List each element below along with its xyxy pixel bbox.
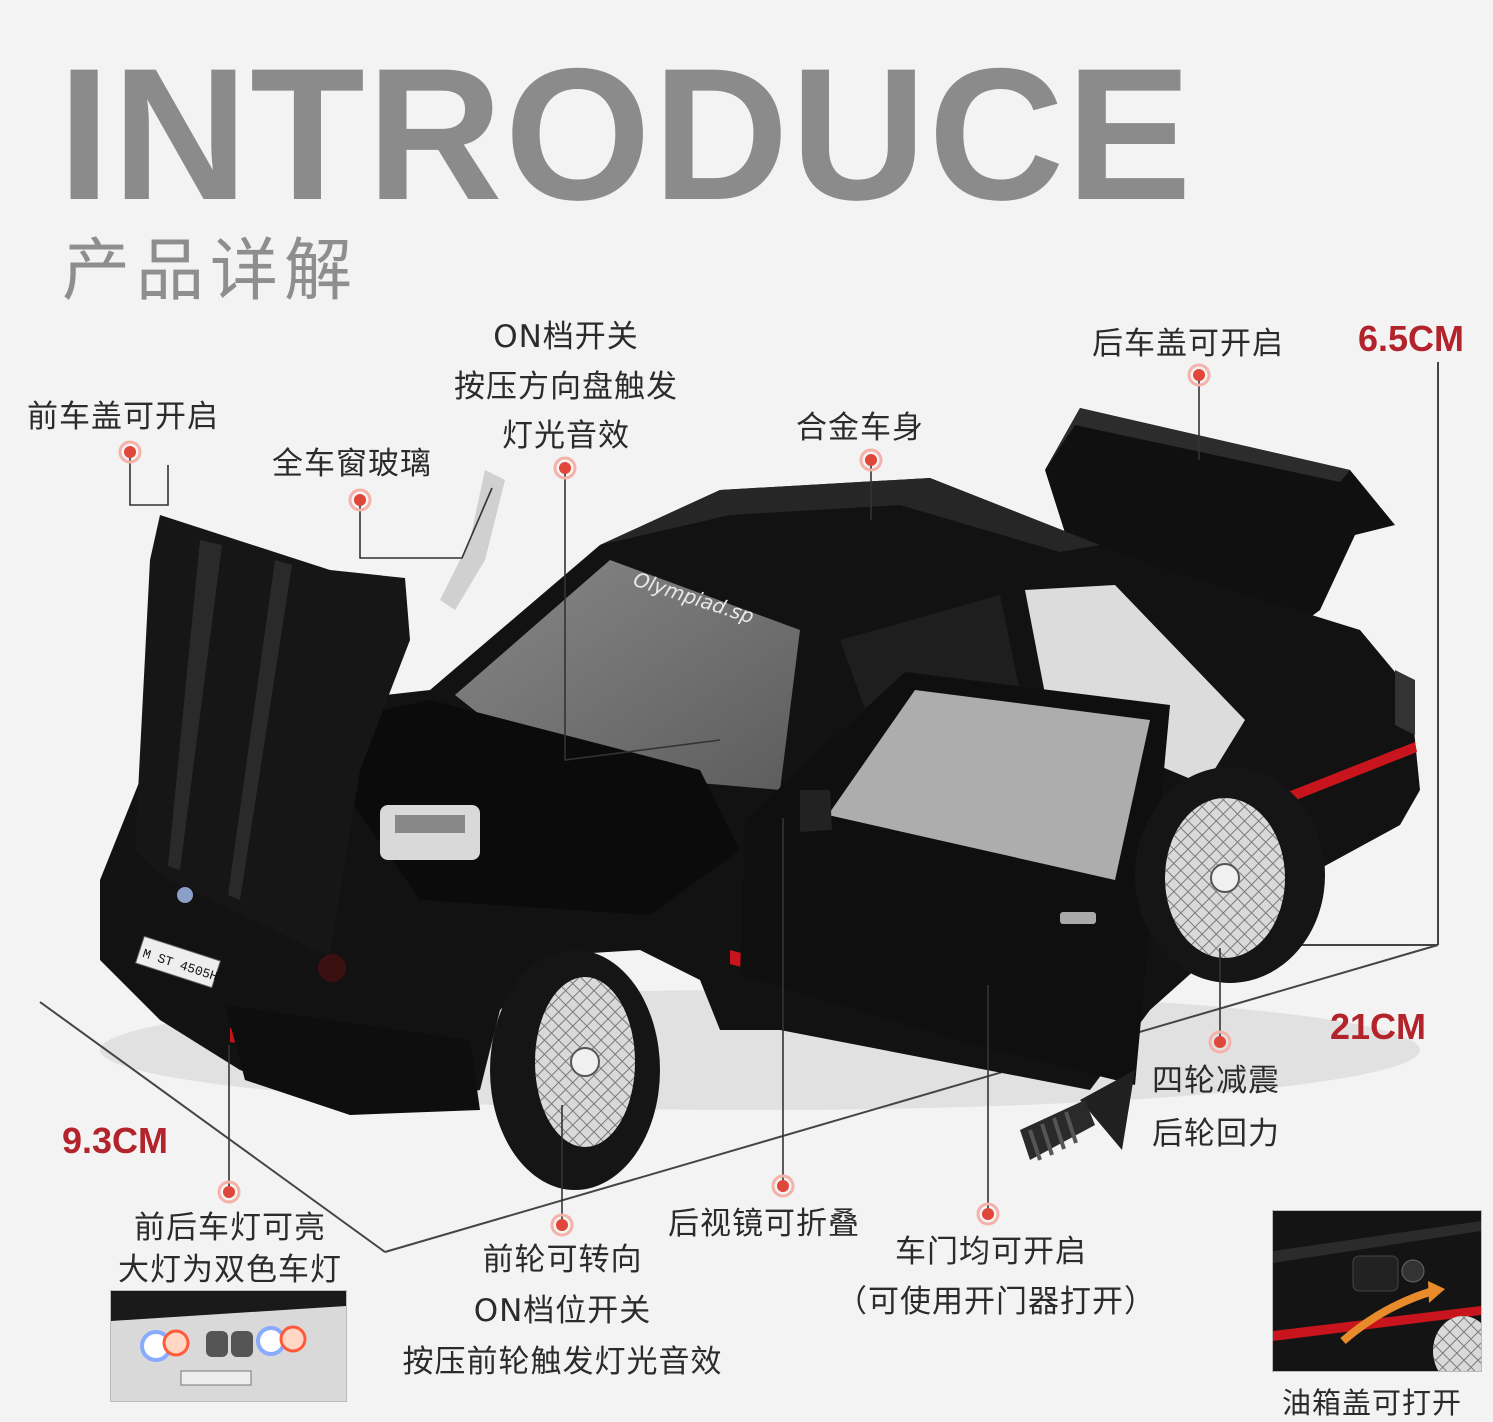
feature-front-wheels: 前轮可转向 ON档位开关 按压前轮触发灯光音效 [380,1235,745,1388]
fuel-cap-thumbnail [1272,1210,1482,1372]
feature-doors: 车门均可开启 （可使用开门器打开） [836,1228,1156,1327]
feature-window-glass: 全车窗玻璃 [272,446,432,482]
feature-front-wheels-line-3: 按压前轮触发灯光音效 [402,1344,723,1381]
length-dimension: 21CM [1330,1006,1427,1047]
feature-fuel-cap: 油箱盖可打开 [1282,1386,1463,1420]
feature-steering: ON档开关 按压方向盘触发 灯光音效 [441,313,691,462]
feature-doors-line-1: 车门均可开启 [895,1234,1087,1270]
height-dimension: 6.5CM [1358,318,1465,359]
door-opener-tool [1020,1070,1135,1161]
feature-suspension: 四轮减震 后轮回力 [1152,1055,1280,1160]
callout-dots [124,369,1226,1231]
feature-front-wheels-line-1: 前轮可转向 [482,1242,643,1278]
feature-mirrors: 后视镜可折叠 [668,1206,860,1242]
window-glass [440,470,505,610]
feature-suspension-line-1: 四轮减震 [1152,1063,1280,1099]
feature-lights: 前后车灯可亮 大灯为双色车灯 [110,1208,350,1292]
feature-steering-line-3: 灯光音效 [502,418,630,455]
rear-window [1025,585,1245,785]
feature-doors-line-2: （可使用开门器打开） [836,1283,1156,1320]
headlight-thumbnail [110,1290,347,1402]
headlight-thumbnail-art [111,1291,346,1401]
dimension-lines [39,362,1439,1253]
feature-steering-line-2: 按压方向盘触发 [454,368,678,405]
leader-lines [129,375,1221,1225]
feature-suspension-line-2: 后轮回力 [1152,1115,1280,1152]
width-dimension: 9.3CM [62,1120,169,1161]
fuel-cap-thumbnail-art [1273,1211,1481,1371]
engine-bay [335,700,740,915]
feature-trunk: 后车盖可开启 [1092,326,1284,362]
feature-lights-line-1: 前后车灯可亮 [134,1210,326,1246]
license-plate [135,935,221,989]
page-subtitle: 产品详解 [62,232,359,311]
feature-lights-line-2: 大灯为双色车灯 [118,1251,342,1288]
feature-steering-line-1: ON档开关 [493,319,639,355]
feature-alloy-body: 合金车身 [796,410,924,446]
feature-front-wheels-line-2: ON档位开关 [473,1293,652,1330]
page-title: INTRODUCE [58,29,1194,239]
feature-front-hood: 前车盖可开启 [27,399,219,435]
